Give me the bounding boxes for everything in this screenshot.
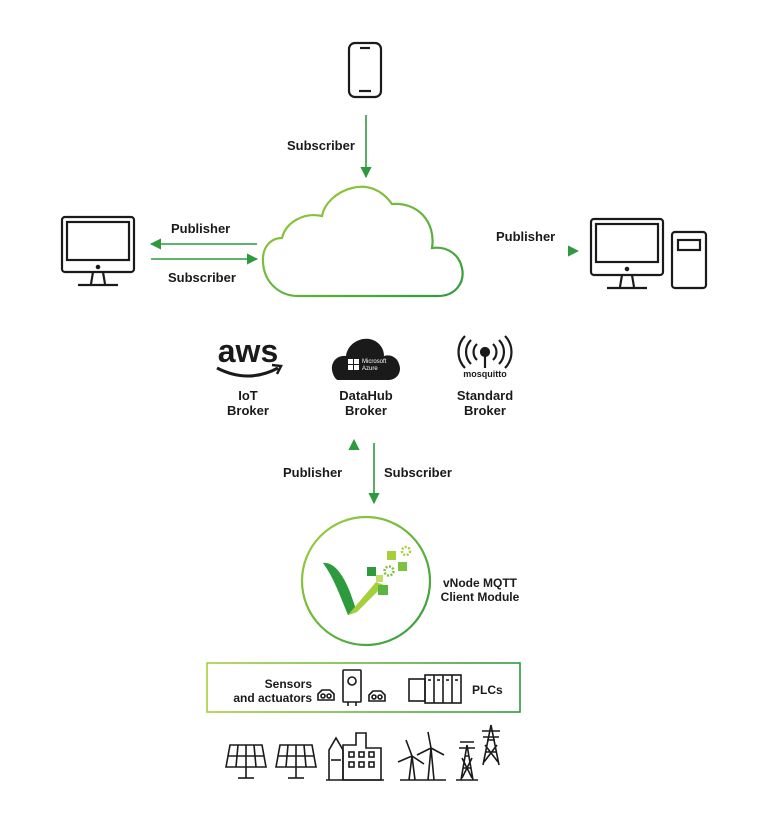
smartphone-icon: [347, 41, 383, 99]
sensors-line2: and actuators: [233, 691, 312, 705]
vnode-module-circle: [300, 515, 432, 647]
standard-broker-label: Standard Broker: [445, 388, 525, 418]
aws-logo-text: aws: [218, 333, 278, 369]
datahub-broker-label: DataHub Broker: [324, 388, 408, 418]
sensors-label: Sensors and actuators: [228, 677, 312, 705]
plcs-label: PLCs: [472, 683, 503, 697]
desktop-computer-icon: [589, 217, 708, 290]
mosquitto-logo-text: mosquitto: [463, 369, 507, 379]
aws-broker-line2: Broker: [227, 403, 269, 418]
svg-text:Microsoft: Microsoft: [362, 359, 387, 365]
right-publisher-label: Publisher: [496, 229, 556, 244]
datahub-broker-line1: DataHub: [339, 388, 393, 403]
vnode-module-line1: vNode MQTT: [443, 576, 517, 590]
mosquitto-logo: [457, 335, 513, 369]
top-subscriber-label: Subscriber: [287, 138, 355, 153]
field-devices-box: [206, 662, 521, 713]
vnode-module-label: vNode MQTT Client Module: [432, 576, 528, 604]
sensor-icon: [317, 689, 335, 701]
svg-text:Azure: Azure: [362, 366, 378, 372]
solar-panel-icon: [275, 744, 317, 779]
left-publisher-label: Publisher: [171, 221, 231, 236]
actuator-icon: [342, 669, 362, 706]
aws-broker-line1: IoT: [238, 388, 258, 403]
transmission-tower-icon: [456, 724, 500, 781]
solar-panel-icon: [225, 744, 267, 779]
left-subscriber-label: Subscriber: [168, 270, 236, 285]
aws-broker-label: IoT Broker: [208, 388, 288, 418]
desktop-monitor-icon: [60, 215, 136, 287]
vnode-logo: [323, 545, 412, 615]
datahub-broker-line2: Broker: [345, 403, 387, 418]
standard-broker-line2: Broker: [464, 403, 506, 418]
plc-icon: [408, 674, 462, 704]
wind-turbine-icon: [397, 731, 446, 781]
factory-icon: [326, 732, 384, 781]
mid-subscriber-label: Subscriber: [384, 465, 452, 480]
cloud-icon: [261, 185, 464, 298]
aws-logo: aws: [216, 333, 283, 378]
mid-publisher-label: Publisher: [283, 465, 343, 480]
sensor-icon: [368, 690, 386, 702]
vnode-module-line2: Client Module: [440, 590, 520, 604]
sensors-line1: Sensors: [264, 677, 312, 691]
azure-cloud-logo: Microsoft Azure: [331, 338, 400, 380]
standard-broker-line1: Standard: [456, 388, 514, 403]
